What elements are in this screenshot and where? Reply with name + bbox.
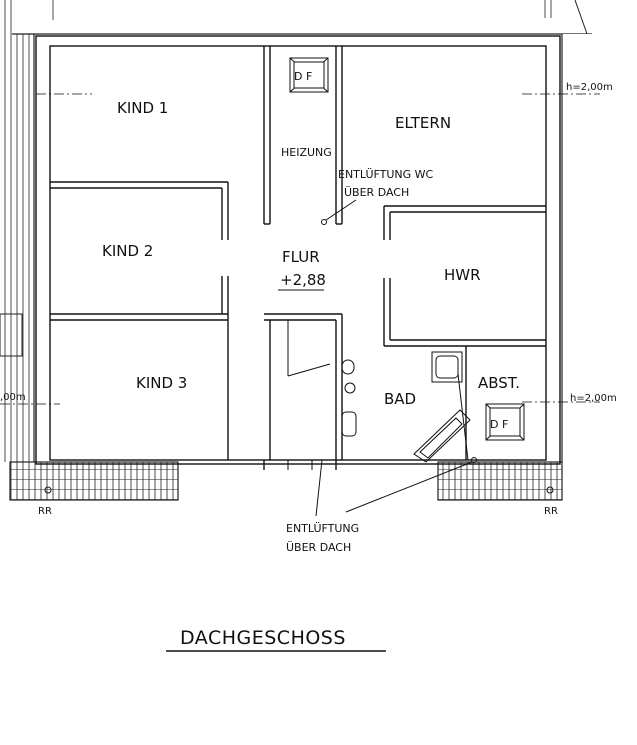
rr-label-left: RR: [38, 506, 52, 517]
note-entlueftung-line2: ÜBER DACH: [286, 541, 351, 554]
note-entlueftung-line1: ENTLÜFTUNG: [286, 522, 359, 535]
dfi-label-top: D F: [294, 70, 312, 83]
roof-left: [0, 0, 35, 462]
toilet-icon: [341, 359, 355, 375]
plan-title: DACHGESCHOSS: [180, 627, 346, 649]
eave-bottom-right: [437, 461, 563, 501]
room-label-hwr: HWR: [444, 266, 481, 284]
room-label-kind3: KIND 3: [136, 374, 187, 392]
eave-bottom-left: [9, 461, 179, 501]
staircase: [287, 320, 331, 470]
room-label-kind2: KIND 2: [102, 242, 153, 260]
room-label-abst: ABST.: [478, 374, 520, 392]
height-label-right-top: h=2,00m: [566, 82, 613, 93]
bathtub-icon: [413, 409, 471, 463]
ventilation: [315, 199, 477, 517]
dimension-lines: [0, 93, 600, 405]
room-label-eltern: ELTERN: [395, 114, 451, 132]
room-label-flur: FLUR: [282, 248, 320, 266]
rr-label-right: RR: [544, 506, 558, 517]
bath-fixtures: [341, 351, 471, 463]
roof-window-top: [289, 57, 329, 93]
washbasin-icon: [431, 351, 463, 383]
note-entlueftung-wc-line2: ÜBER DACH: [344, 186, 409, 199]
outer-walls: [35, 35, 561, 465]
flur-level: +2,88: [280, 271, 326, 289]
roof-top: [12, 0, 593, 49]
roof-right: [561, 34, 637, 464]
downpipe-markers: [44, 486, 554, 494]
dfi-label-bottom: D F: [490, 418, 508, 431]
room-label-kind1: KIND 1: [117, 99, 168, 117]
height-label-right-bottom: h=2,00m: [570, 393, 617, 404]
sink-icon: [341, 411, 357, 437]
note-entlueftung-wc-line1: ENTLÜFTUNG WC: [338, 168, 434, 181]
roof-window-bottom: [485, 403, 525, 441]
bidet-icon: [344, 382, 356, 394]
room-label-heizung: HEIZUNG: [281, 146, 332, 159]
room-label-bad: BAD: [384, 390, 416, 408]
height-label-left: ,00m: [0, 392, 26, 403]
interior-walls: [50, 46, 546, 470]
